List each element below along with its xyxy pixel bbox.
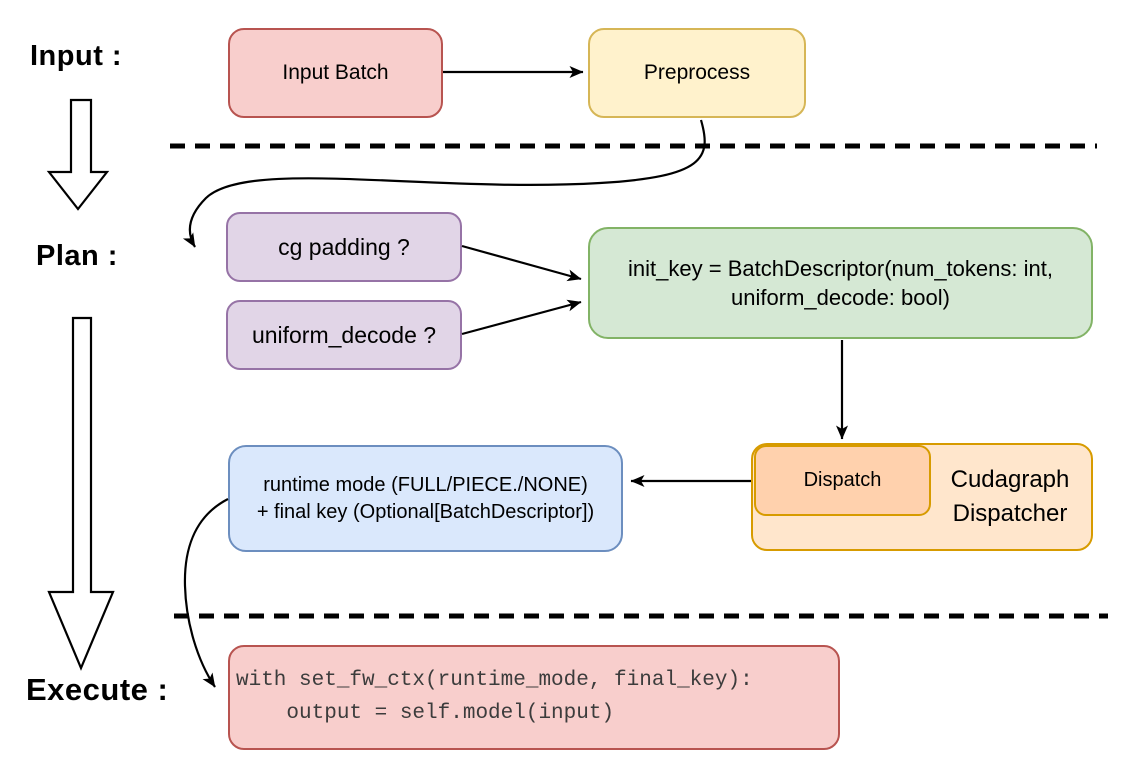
runtime-mode-node: runtime mode (FULL/PIECE./NONE) + final … (228, 445, 623, 552)
dispatch-node: Dispatch (754, 445, 931, 516)
execute-code-line2: output = self.model(input) (236, 701, 615, 725)
runtime-mode-line1: runtime mode (FULL/PIECE./NONE) (263, 474, 588, 497)
cudagraph-dispatcher-line2: Dispatcher (952, 500, 1068, 527)
arrow-cgpadding-to-initkey (461, 244, 582, 282)
uniform-decode-label: uniform_decode ? (251, 321, 437, 348)
runtime-mode-line2: + final key (Optional[BatchDescriptor]) (256, 500, 595, 523)
cg-padding-label: cg padding ? (278, 233, 410, 260)
input-stage-label: Input : (30, 40, 123, 72)
execute-code-line1: with set_fw_ctx(runtime_mode, final_key)… (236, 668, 753, 692)
arrow-uniformdecode-to-initkey (461, 299, 582, 336)
init-key-node: init_key = BatchDescriptor(num_tokens: i… (588, 227, 1093, 339)
preprocess-node: Preprocess (588, 28, 806, 118)
uniform-decode-node: uniform_decode ? (226, 300, 462, 370)
execute-code-node: with set_fw_ctx(runtime_mode, final_key)… (228, 645, 840, 750)
dispatch-label: Dispatch (803, 469, 882, 492)
cg-padding-node: cg padding ? (226, 212, 462, 282)
hollow-down-arrow-input-icon (46, 98, 110, 211)
plan-stage-label: Plan : (36, 240, 118, 272)
execute-stage-label: Execute : (26, 672, 169, 707)
input-batch-node: Input Batch (228, 28, 443, 118)
hollow-down-arrow-plan-icon (47, 316, 115, 671)
arrow-runtimemode-to-executecode (183, 498, 229, 688)
cudagraph-dispatcher-title: Cudagraph Dispatcher (931, 463, 1089, 531)
input-batch-label: Input Batch (282, 61, 389, 85)
init-key-line2: uniform_decode: bool) (731, 285, 950, 310)
init-key-line1: init_key = BatchDescriptor(num_tokens: i… (628, 255, 1053, 281)
cudagraph-dispatcher-line1: Cudagraph (950, 466, 1070, 493)
preprocess-label: Preprocess (643, 61, 751, 85)
